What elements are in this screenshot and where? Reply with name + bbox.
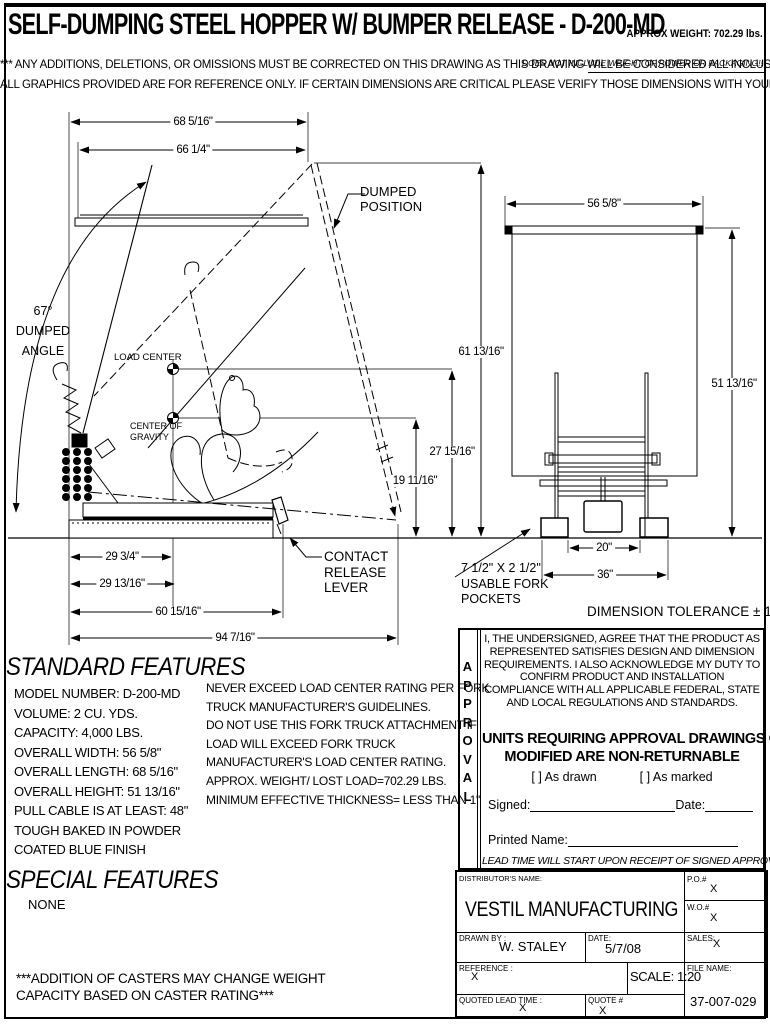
fork-pockets-label: 7 1/2" X 2 1/2" USABLE FORK POCKETS [461, 561, 549, 606]
checkbox-as-drawn: [ ] As drawn [531, 770, 597, 784]
standard-features-heading: STANDARD FEATURES [6, 653, 246, 681]
file-name-value: 37-007-029 [690, 994, 757, 1009]
checkbox-as-marked: [ ] As marked [639, 770, 713, 784]
chain-detail [62, 448, 92, 501]
approval-notice: UNITS REQUIRING APPROVAL DRAWINGS OR MOD… [482, 731, 770, 765]
feature-item: OVERALL HEIGHT: 51 13/16" [14, 783, 180, 799]
disclaimer-line-2: ALL GRAPHICS PROVIDED ARE FOR REFERENCE … [0, 79, 770, 91]
distributor-label: DISTRIBUTOR'S NAME: [459, 874, 542, 883]
date-line [705, 800, 754, 812]
approx-weight: APPROX WEIGHT: 702.29 lbs. [626, 28, 763, 40]
quote-number-value: X [599, 1005, 607, 1017]
po-label: P.O.# [687, 875, 707, 884]
signature-line [530, 800, 676, 812]
dim-pocket-outer: 36" [594, 569, 616, 581]
dim-cg-offset: 29 13/16" [96, 578, 148, 590]
po-value: X [710, 883, 718, 895]
printed-name-label: Printed Name: [488, 833, 568, 847]
contact-release-label: CONTACT RELEASE LEVER [324, 549, 389, 595]
page-border [4, 3, 766, 1019]
dumped-angle-label: 67° DUMPED ANGLE [15, 304, 71, 358]
wo-label: W.O.# [687, 903, 710, 912]
approval-agreement: I, THE UNDERSIGNED, AGREE THAT THE PRODU… [483, 633, 761, 709]
printed-name-line [567, 835, 738, 847]
special-features-heading: SPECIAL FEATURES [6, 866, 219, 894]
side-view [12, 112, 485, 645]
center-of-gravity-label: CENTER OF GRAVITY [130, 421, 183, 442]
page-title: SELF-DUMPING STEEL HOPPER W/ BUMPER RELE… [8, 8, 666, 41]
dim-inner-top: 66 1/4" [173, 144, 213, 156]
feature-item: COATED BLUE FINISH [14, 842, 146, 857]
dim-overall-width: 56 5/8" [584, 198, 624, 210]
feature-item: PULL CABLE IS AT LEAST: 48" [14, 803, 189, 818]
wo-value: X [710, 912, 718, 924]
sales-label: SALES: [687, 934, 716, 943]
feature-item: CAPACITY: 4,000 LBS. [14, 725, 143, 740]
date-label: DATE: [588, 934, 611, 943]
drawn-by-value: W. STALEY [499, 939, 567, 954]
dim-overall-height: 51 13/16" [708, 378, 760, 390]
quote-number-label: QUOTE # [588, 996, 624, 1005]
dim-overall-top: 68 5/16" [170, 116, 216, 128]
warning-block: NEVER EXCEED LOAD CENTER RATING PER FORK… [206, 681, 490, 807]
feature-item: MODEL NUMBER: D-200-MD [14, 686, 181, 701]
drawn-by-label: DRAWN BY : [459, 934, 507, 943]
title-block: DISTRIBUTOR'S NAME: VESTIL MANUFACTURING… [455, 870, 768, 1018]
dim-cg-height: 19 11/16" [389, 475, 441, 487]
load-center-label: LOAD CENTER [114, 352, 182, 363]
quoted-lead-time-value: X [519, 1002, 527, 1014]
quoted-lead-time-label: QUOTED LEAD TIME : [459, 996, 542, 1005]
caster-note: ***ADDITION OF CASTERS MAY CHANGE WEIGHT… [16, 971, 326, 1003]
approval-box: APPROVAL I, THE UNDERSIGNED, AGREE THAT … [458, 628, 770, 870]
file-name-label: FILE NAME: [687, 964, 732, 973]
dim-load-center-height: 27 15/16" [426, 446, 478, 458]
approval-vertical-label: APPROVAL [462, 659, 473, 804]
sales-value: X [713, 938, 721, 950]
dim-load-center-offset: 29 3/4" [102, 551, 142, 563]
scale-label: SCALE: 1:20 [630, 969, 701, 984]
special-features-value: NONE [28, 897, 66, 912]
reference-label: REFERENCE : [459, 964, 513, 973]
signed-row: Signed: Date: [488, 798, 754, 812]
dim-dumped-height: 61 13/16" [455, 346, 507, 358]
lead-time-note: LEAD TIME WILL START UPON RECEIPT OF SIG… [482, 855, 770, 867]
dim-pocket-inner: 20" [593, 542, 615, 554]
feature-item: OVERALL LENGTH: 68 5/16" [14, 764, 178, 779]
reference-value: X [471, 971, 479, 983]
dim-overall-dumped: 94 7/16" [212, 632, 258, 644]
disclaimer-line-1: *** ANY ADDITIONS, DELETIONS, OR OMISSIO… [0, 59, 770, 71]
standard-features-list: MODEL NUMBER: D-200-MD VOLUME: 2 CU. YDS… [14, 684, 188, 860]
date-value: 5/7/08 [605, 941, 642, 956]
printed-name-row: Printed Name: [488, 833, 738, 847]
dim-base-length: 60 15/16" [152, 606, 204, 618]
header-divider [588, 72, 764, 73]
front-view [454, 196, 740, 580]
feature-item: OVERALL WIDTH: 56 5/8" [14, 744, 162, 760]
feature-item: VOLUME: 2 CU. YDS. [14, 705, 138, 721]
signed-label: Signed: [488, 798, 531, 812]
tolerance-note: DIMENSION TOLERANCE ± 1/4" [587, 604, 770, 619]
weight-note: DOES NOT INCLUDE WEIGHT OF POWER OR PACK… [521, 58, 763, 68]
dumped-position-label: DUMPED POSITION [360, 184, 423, 214]
approval-checkboxes: [ ] As drawn [ ] As marked [482, 770, 762, 784]
date-label: Date: [675, 798, 706, 812]
feature-item: TOUGH BAKED IN POWDER [14, 822, 181, 838]
distributor-value: VESTIL MANUFACTURING [465, 898, 679, 921]
